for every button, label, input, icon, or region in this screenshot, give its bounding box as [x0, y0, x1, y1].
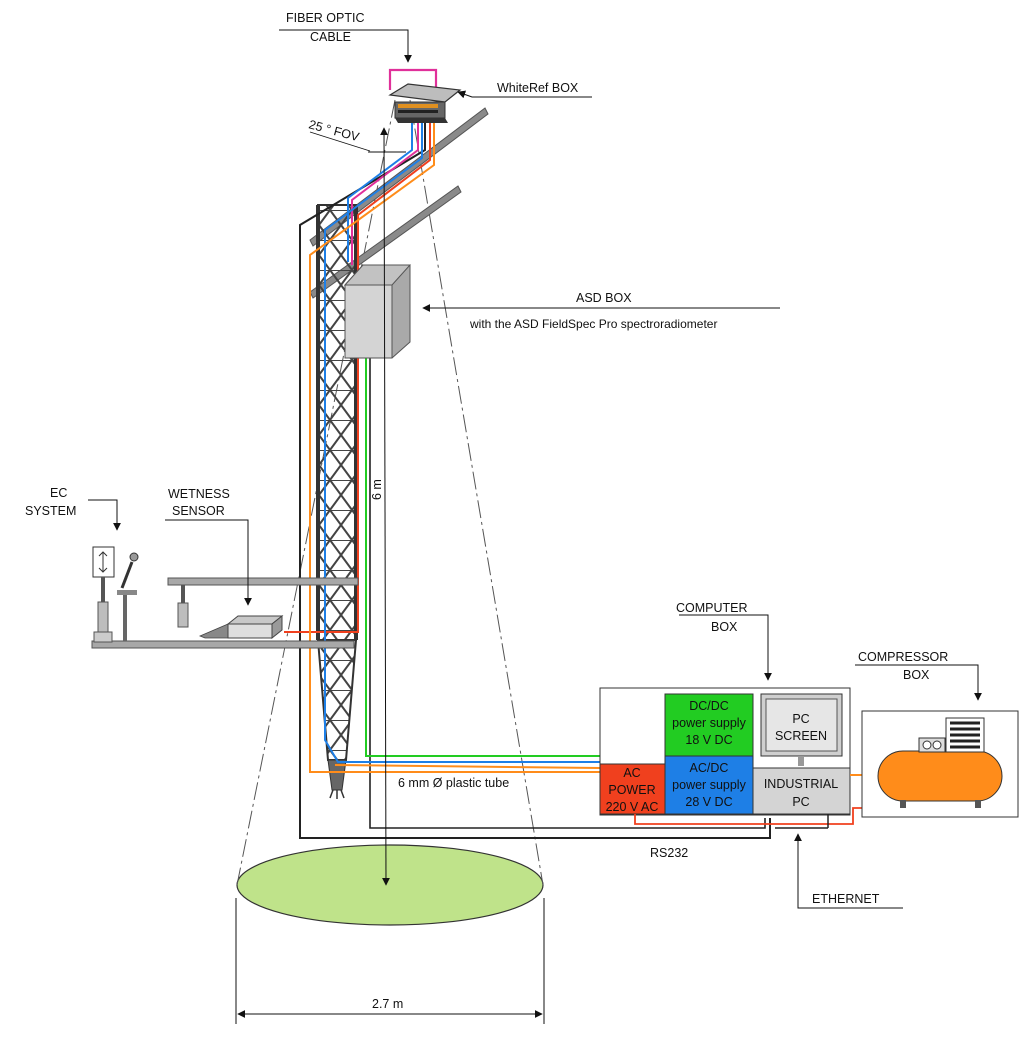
label-whiteref: WhiteRef BOX — [497, 81, 579, 95]
acdc-text-3: 28 V DC — [685, 795, 732, 809]
cable-black-2 — [369, 340, 766, 829]
label-fiber-optic-1: FIBER OPTIC — [286, 11, 364, 25]
asd-box — [343, 264, 412, 359]
ac-power-text-3: 220 V AC — [606, 800, 659, 814]
industrial-pc — [752, 767, 851, 815]
label-wetness-2: SENSOR — [172, 504, 225, 518]
label-computer-2: BOX — [711, 620, 738, 634]
industrial-pc-text-2: PC — [792, 795, 809, 809]
cable-blue — [324, 122, 665, 763]
cable-magenta — [388, 68, 438, 90]
label-fov: 25 ° FOV — [307, 117, 361, 144]
pc-screen-text-1: PC — [792, 712, 809, 726]
compressor — [877, 717, 1003, 808]
dcdc-text-1: DC/DC — [689, 699, 729, 713]
ac-power — [599, 763, 666, 815]
ac-power-text-2: POWER — [608, 783, 655, 797]
label-footprint: 2.7 m — [372, 997, 403, 1011]
label-plastic-tube: 6 mm Ø plastic tube — [398, 776, 509, 790]
label-ec-1: EC — [50, 486, 67, 500]
label-height: 6 m — [370, 479, 384, 500]
acdc-text-2: power supply — [672, 778, 746, 792]
footprint-dimension — [235, 898, 545, 1024]
pc-screen-shape — [760, 693, 843, 766]
label-wetness-1: WETNESS — [168, 487, 230, 501]
acdc-power-supply — [664, 755, 754, 815]
label-rs232: RS232 — [650, 846, 688, 860]
pc-screen-text-2: SCREEN — [775, 729, 827, 743]
cable-blue-inner — [347, 122, 413, 262]
acdc-text-1: AC/DC — [690, 761, 729, 775]
industrial-pc-text-1: INDUSTRIAL — [764, 777, 838, 791]
cable-orange-tube — [334, 764, 601, 769]
ec-system — [92, 546, 139, 643]
label-ethernet: ETHERNET — [812, 892, 880, 906]
wetness-sensor — [198, 614, 284, 640]
dcdc-text-2: power supply — [672, 716, 746, 730]
label-asd-desc: with the ASD FieldSpec Pro spectroradiom… — [469, 317, 717, 331]
cable-orange — [309, 122, 600, 773]
cable-black — [299, 120, 771, 839]
ac-power-text-1: AC — [623, 766, 640, 780]
whiteref-box — [388, 83, 462, 123]
cable-red — [284, 122, 431, 633]
cable-red-power — [634, 807, 877, 825]
dcdc-power-supply — [664, 693, 754, 757]
height-arrow — [380, 127, 390, 886]
label-compressor-2: BOX — [903, 668, 930, 682]
label-computer-1: COMPUTER — [676, 601, 748, 615]
label-fiber-optic-2: CABLE — [310, 30, 351, 44]
leader-lines — [88, 29, 982, 909]
label-compressor-1: COMPRESSOR — [858, 650, 948, 664]
label-ec-2: SYSTEM — [25, 504, 76, 518]
dcdc-text-3: 18 V DC — [685, 733, 732, 747]
footprint-ellipse — [236, 844, 544, 926]
label-asd-box: ASD BOX — [576, 291, 632, 305]
sensor-platform — [91, 577, 359, 649]
